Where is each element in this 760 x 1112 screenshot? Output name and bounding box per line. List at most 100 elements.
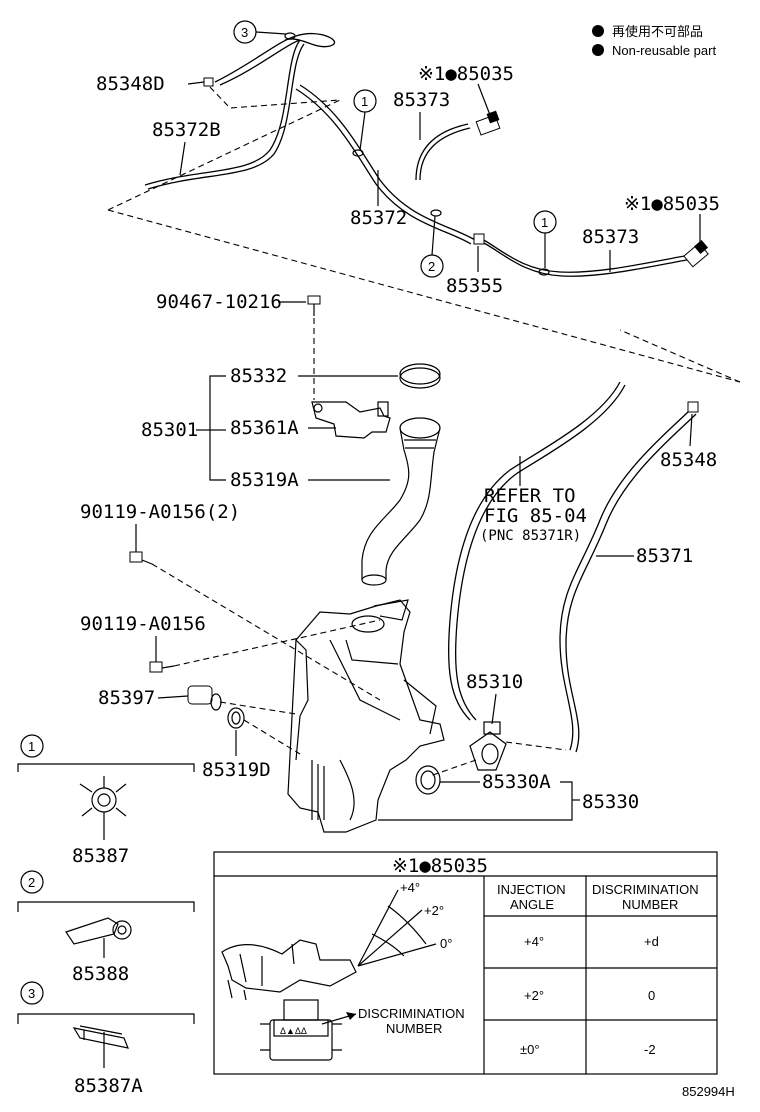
label-85372b: 85372B [152, 119, 221, 141]
row-3-angle: ±0° [520, 1042, 540, 1057]
label-85035-lower: ※1●85035 [624, 193, 720, 215]
hose-85372b-b [147, 43, 305, 190]
hose-85373-lower [479, 237, 691, 273]
top-group-boundary [107, 84, 341, 211]
label-90467-10216: 90467-10216 [156, 291, 282, 313]
nozzle-angle-drawing [221, 889, 437, 1061]
angle-label-2: +2° [424, 903, 444, 918]
label-85387: 85387 [72, 845, 129, 867]
detail-callout-1-label: 1 [28, 739, 35, 754]
label-85388: 85388 [72, 963, 129, 985]
label-85330a: 85330A [482, 771, 551, 793]
grommet-85319d [227, 707, 245, 729]
hose-85372b [144, 39, 301, 186]
label-90119-a0156: 90119-A0156 [80, 613, 206, 635]
bolt-90467 [307, 295, 321, 316]
label-85355: 85355 [446, 275, 503, 297]
label-85397: 85397 [98, 687, 155, 709]
hose-refer-b [455, 384, 626, 721]
detail-callout-1 [20, 734, 44, 758]
callout-1-label: 1 [361, 94, 368, 109]
label-85371: 85371 [636, 545, 693, 567]
clip-85387a [72, 1025, 129, 1049]
cap-85332 [399, 363, 441, 389]
clamp-85387 [79, 776, 127, 822]
hose-85348d [214, 32, 336, 83]
label-85035-upper: ※1●85035 [418, 63, 514, 85]
row-1-angle: +4° [524, 934, 544, 949]
label-90119-a0156-2: 90119-A0156(2) [80, 501, 240, 523]
label-85373-lower: 85373 [582, 226, 639, 248]
grommet-85330a [415, 765, 441, 795]
nozzle-85035-upper [475, 110, 501, 136]
refer-line-3: (PNC 85371R) [480, 528, 581, 544]
legend-english: Non-reusable part [612, 43, 716, 58]
angle-label-0: 0° [440, 936, 452, 951]
label-85348d: 85348D [96, 73, 165, 95]
connector-85348 [687, 401, 699, 413]
clamp-1a [352, 149, 364, 157]
label-85332: 85332 [230, 365, 287, 387]
filler-pipe-85319a [361, 417, 441, 586]
hose-85373-upper-b [415, 123, 469, 181]
label-85372: 85372 [350, 207, 407, 229]
label-85330: 85330 [582, 791, 639, 813]
clip-85388 [65, 917, 132, 945]
label-85348: 85348 [660, 449, 717, 471]
hose-refer [448, 381, 621, 721]
connector-85355 [473, 233, 485, 245]
refer-line-1: REFER TO [484, 485, 576, 507]
bolt-90119-lower [149, 661, 175, 673]
callout-1-label: 1 [541, 215, 548, 230]
hose-85371-b [565, 413, 697, 753]
figure-id: 852994H [682, 1084, 735, 1099]
clamp-2 [430, 209, 442, 217]
detail-callout-3-label: 3 [28, 986, 35, 1001]
label-85387a: 85387A [74, 1075, 143, 1097]
non-reusable-dot-icon [592, 25, 604, 37]
top-group-boundary-right [619, 329, 741, 383]
bolt-90119-upper [129, 551, 153, 565]
nozzle-85035-lower [683, 239, 709, 268]
disc-label-1: DISCRIMINATION [358, 1006, 465, 1021]
hose-85373-lower-b [481, 241, 693, 277]
non-reusable-dot-icon [592, 44, 604, 56]
label-85301: 85301 [141, 419, 198, 441]
label-85310: 85310 [466, 671, 523, 693]
hose-85372-b [295, 88, 472, 245]
clamp-3 [284, 32, 296, 40]
hose-85371 [559, 409, 691, 751]
clamp-1b [538, 268, 550, 276]
bracket-85361a [311, 401, 391, 439]
disc-label-2: NUMBER [386, 1021, 442, 1036]
label-85319d: 85319D [202, 759, 271, 781]
washer-pump-85310 [469, 721, 507, 771]
refer-line-2: FIG 85-04 [484, 505, 587, 527]
detail-callout-2 [20, 870, 44, 894]
label-85319a: 85319A [230, 469, 299, 491]
angle-label-4: +4° [400, 880, 420, 895]
row-1-number: +d [644, 934, 659, 949]
inset-title: ※1●85035 [392, 855, 488, 877]
stamp-mark: Δ▲ΔΔ [280, 1026, 307, 1036]
label-85361a: 85361A [230, 417, 299, 439]
detail-callout-3 [20, 981, 44, 1005]
row-2-angle: +2° [524, 988, 544, 1003]
legend-japanese: 再使用不可部品 [612, 24, 703, 39]
hose-85373-upper [419, 127, 471, 181]
level-sensor-85397 [187, 685, 222, 711]
callout-2-label: 2 [428, 259, 435, 274]
top-group-boundary-bottom [107, 209, 741, 383]
callout-3-label: 3 [241, 25, 248, 40]
hose-85372 [299, 84, 476, 241]
washer-tank-85330 [287, 599, 445, 833]
row-3-number: -2 [644, 1042, 656, 1057]
hose-85348d-b [219, 39, 301, 86]
label-85373-upper: 85373 [393, 89, 450, 111]
row-2-number: 0 [648, 988, 655, 1003]
detail-callout-2-label: 2 [28, 875, 35, 890]
nozzle-spec-inset [213, 851, 718, 1075]
